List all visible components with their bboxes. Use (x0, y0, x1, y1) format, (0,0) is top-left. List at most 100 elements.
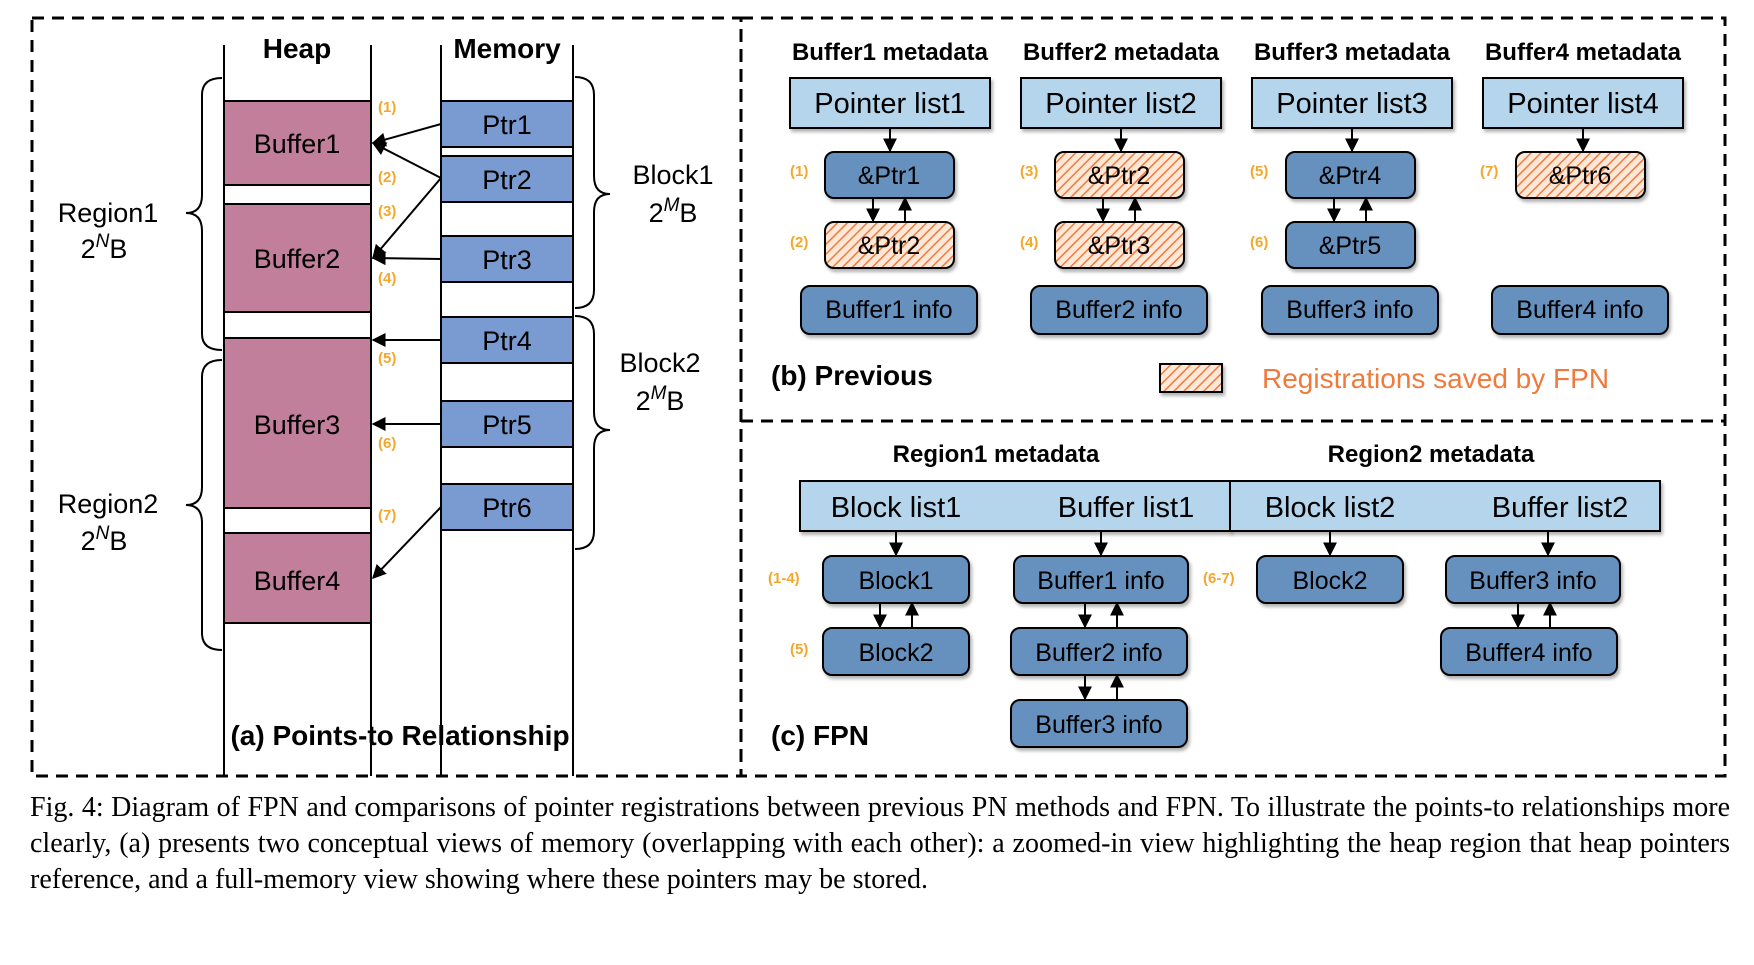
node-ptr1-b-label: &Ptr1 (858, 162, 921, 190)
marker-b-1: (1) (790, 163, 808, 180)
block1-size: 2MB (649, 195, 698, 228)
marker-a-3: (3) (378, 203, 396, 220)
region2-metadata-bar (1229, 480, 1661, 532)
buffer3-info-c-r2-label: Buffer3 info (1469, 567, 1596, 595)
marker-c-5: (5) (790, 641, 808, 658)
block1-node-label: Block1 (858, 567, 933, 595)
node-ptr1-b (824, 151, 955, 199)
buffer-list2-label: Buffer list2 (1492, 492, 1628, 524)
arrow-ptr1-buffer1 (371, 123, 442, 147)
region2-metadata-header: Region2 metadata (1328, 441, 1535, 468)
buffer4-info-c-label: Buffer4 info (1465, 639, 1592, 667)
block2-size: 2MB (636, 383, 685, 416)
marker-b-3: (3) (1020, 163, 1038, 180)
panel-bc-frame (739, 16, 1727, 778)
region2-brace (185, 359, 223, 651)
buffer4-info-c (1440, 627, 1618, 676)
panel-a-title: (a) Points-to Relationship (230, 720, 569, 751)
region1-size: 2NB (81, 231, 128, 264)
node-ptr2-c2-saved-label: &Ptr2 (1088, 162, 1151, 190)
figure-caption: Fig. 4: Diagram of FPN and comparisons o… (30, 792, 1730, 895)
heap-buffer-4-label: Buffer4 (254, 566, 341, 596)
memory-ptr-6 (440, 483, 574, 531)
node-ptr2-b-saved-label: &Ptr2 (858, 232, 921, 260)
marker-a-6: (6) (378, 435, 396, 452)
heap-header: Heap (263, 33, 331, 64)
region1-brace (185, 77, 223, 351)
marker-a-1: (1) (378, 99, 396, 116)
buffer2-info-b (1030, 285, 1208, 335)
node-ptr3-b-saved (1054, 221, 1185, 269)
memory-ptr-2 (440, 155, 574, 203)
panel-b: Buffer1 metadata Pointer list1 (1) &Ptr1… (771, 39, 1684, 394)
marker-b-5: (5) (1250, 163, 1268, 180)
region2-name: Region2 (58, 489, 159, 519)
memory-ptr-3-label: Ptr3 (482, 245, 532, 275)
buffer1-info-c-label: Buffer1 info (1037, 567, 1164, 595)
heap-buffer-3-label: Buffer3 (254, 410, 341, 440)
block2-node-r2 (1256, 555, 1404, 604)
fpn-diagram: Heap Memory Buffer1 Buffer2 Buffer3 Buff… (30, 16, 1727, 778)
legend-hatch-swatch (1159, 363, 1223, 393)
block2-node-r2-label: Block2 (1292, 567, 1367, 595)
memory-ptr-3 (440, 235, 574, 283)
node-ptr5-b (1285, 221, 1416, 269)
region2-size: 2NB (81, 523, 128, 556)
buffer-list1-label: Buffer list1 (1058, 492, 1194, 524)
buffer1-info-b-label: Buffer1 info (825, 296, 952, 324)
marker-c-1-4: (1-4) (768, 570, 800, 587)
block2-brace (574, 315, 611, 550)
panel-c: Region1 metadata Region2 metadata Block … (768, 441, 1661, 751)
heap-buffer-2 (223, 203, 372, 313)
pointer-list2 (1020, 77, 1222, 129)
buffer3-metadata-header: Buffer3 metadata (1254, 39, 1451, 66)
block1-node (822, 555, 970, 604)
node-ptr6-b-saved (1515, 151, 1646, 199)
marker-a-4: (4) (378, 270, 396, 287)
node-ptr4-b (1285, 151, 1416, 199)
memory-ptr-6-label: Ptr6 (482, 493, 532, 523)
heap-buffer-1-label: Buffer1 (254, 129, 341, 159)
buffer1-metadata-header: Buffer1 metadata (792, 39, 989, 66)
arrow-ptr2-buffer2 (372, 177, 442, 260)
node-ptr5-b-label: &Ptr5 (1319, 232, 1382, 260)
buffer1-info-b (800, 285, 978, 335)
buffer4-info-b-label: Buffer4 info (1516, 296, 1643, 324)
legend-label: Registrations saved by FPN (1262, 363, 1609, 394)
memory-ptr-1 (440, 100, 574, 148)
region1-metadata-bar (799, 480, 1231, 532)
panel-a: Heap Memory Buffer1 Buffer2 Buffer3 Buff… (58, 33, 714, 776)
buffer2-info-c (1010, 627, 1188, 676)
region1-name: Region1 (58, 198, 159, 228)
buffer3-info-b-label: Buffer3 info (1286, 296, 1413, 324)
marker-b-6: (6) (1250, 234, 1268, 251)
marker-b-2: (2) (790, 234, 808, 251)
memory-header: Memory (453, 33, 561, 64)
pointer-list1 (789, 77, 991, 129)
buffer4-metadata-header: Buffer4 metadata (1485, 39, 1682, 66)
arrow-ptr3-buffer2 (371, 251, 442, 266)
panel-c-title: (c) FPN (771, 720, 869, 751)
arrow-ptr6-buffer4 (372, 506, 442, 580)
marker-c-6-7: (6-7) (1203, 570, 1235, 587)
buffer3-info-c-r1-label: Buffer3 info (1035, 711, 1162, 739)
block1-name: Block1 (632, 160, 713, 190)
heap-buffer-1 (223, 100, 372, 186)
buffer3-info-c-r2 (1445, 555, 1621, 604)
arrow-ptr2-buffer1 (371, 142, 442, 179)
block1-brace (574, 76, 611, 309)
panel-b-title: (b) Previous (771, 360, 933, 391)
marker-a-2: (2) (378, 169, 396, 186)
block2-node-r1-label: Block2 (858, 639, 933, 667)
buffer4-info-b (1491, 285, 1669, 335)
memory-ptr-4 (440, 316, 574, 364)
memory-ptr-5-label: Ptr5 (482, 410, 532, 440)
block-list2-label: Block list2 (1265, 492, 1396, 524)
heap-buffer-4 (223, 532, 372, 624)
heap-buffer-2-label: Buffer2 (254, 244, 341, 274)
block-list1-label: Block list1 (831, 492, 962, 524)
heap-buffer-3 (223, 337, 372, 509)
block2-node-r1 (822, 627, 970, 676)
memory-ptr-4-label: Ptr4 (482, 326, 532, 356)
buffer1-info-c (1013, 555, 1189, 604)
